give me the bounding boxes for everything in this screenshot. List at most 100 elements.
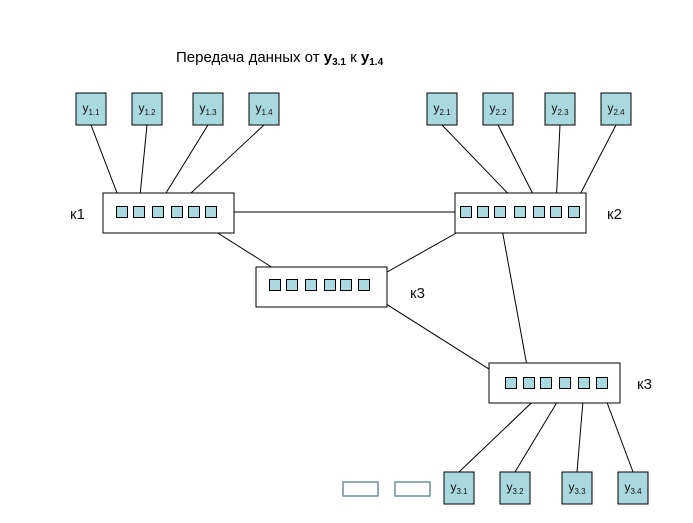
- device-label-main: у: [82, 101, 88, 115]
- port-k2-6: [550, 206, 562, 218]
- diagram-title: Передача данных от у3.1 к у1.4: [176, 49, 384, 68]
- port-k1-3: [152, 206, 164, 218]
- device-label-main: у: [568, 480, 574, 494]
- device-box: [617, 471, 649, 505]
- port-k2-2: [477, 206, 489, 218]
- device-box: [499, 471, 531, 505]
- port-k3b-5: [578, 377, 590, 389]
- device-label-main: у: [506, 480, 512, 494]
- cable-link: [499, 217, 530, 378]
- packet-frame: [342, 481, 379, 497]
- device-label: у1.3: [199, 101, 217, 117]
- device-label-sub: 2.1: [439, 108, 451, 117]
- device-label-main: у: [433, 101, 439, 115]
- port-k1-6: [205, 206, 217, 218]
- port-k3b-2: [523, 377, 535, 389]
- device-label-sub: 2.2: [495, 108, 507, 117]
- device-1-4: у1.4: [248, 92, 280, 126]
- device-label-sub: 2.3: [557, 108, 569, 117]
- switch-label-k1: к1: [70, 206, 85, 223]
- switch-k2: к2: [454, 192, 622, 234]
- device-3-4: у3.4: [617, 471, 649, 505]
- switch-label-k2: к2: [607, 206, 622, 223]
- port-k3a-6: [358, 279, 370, 291]
- device-1-2: у1.2: [131, 92, 163, 126]
- port-k3a-2: [286, 279, 298, 291]
- device-2-3: у2.3: [544, 92, 576, 126]
- device-label-sub: 3.2: [512, 487, 524, 496]
- switch-k3-lower: к3: [488, 362, 652, 404]
- device-box: [443, 471, 475, 505]
- device-box: [192, 92, 224, 126]
- device-label-sub: 1.4: [261, 108, 273, 117]
- device-label-sub: 1.2: [144, 108, 156, 117]
- device-2-1: у2.1: [426, 92, 458, 126]
- title-middle: к: [346, 49, 361, 66]
- title-from-sub: 3.1: [332, 57, 346, 68]
- device-label-main: у: [489, 101, 495, 115]
- port-k3a-5: [340, 279, 352, 291]
- packets: [342, 481, 431, 497]
- device-3-2: у3.2: [499, 471, 531, 505]
- port-k1-2: [133, 206, 145, 218]
- device-label-sub: 2.4: [613, 108, 625, 117]
- device-box: [600, 92, 632, 126]
- device-label: у3.2: [506, 480, 524, 496]
- device-label: у2.4: [607, 101, 625, 117]
- title-to-sub: 1.4: [369, 57, 383, 68]
- port-k1-5: [188, 206, 200, 218]
- device-box: [561, 471, 593, 505]
- port-k2-1: [460, 206, 472, 218]
- title-prefix: Передача данных от: [176, 49, 324, 66]
- port-k3b-4: [559, 377, 571, 389]
- device-label: у2.3: [551, 101, 569, 117]
- device-box: [426, 92, 458, 126]
- device-label-sub: 3.4: [630, 487, 642, 496]
- device-label-main: у: [624, 480, 630, 494]
- device-label: у3.3: [568, 480, 586, 496]
- device-3-1: у3.1: [443, 471, 475, 505]
- port-k3a-3: [305, 279, 317, 291]
- ports-k3-middle: [269, 279, 370, 291]
- port-k1-1: [116, 206, 128, 218]
- device-1-1: у1.1: [75, 92, 107, 126]
- packet-frame: [394, 481, 431, 497]
- device-label-main: у: [450, 480, 456, 494]
- switch-label-k3-lower: к3: [637, 376, 652, 393]
- port-k3b-1: [505, 377, 517, 389]
- device-label: у1.1: [82, 101, 100, 117]
- title-from-main: у: [324, 49, 333, 66]
- device-3-3: у3.3: [561, 471, 593, 505]
- ports-k1: [116, 206, 217, 218]
- ports-k2: [460, 206, 580, 218]
- device-box: [131, 92, 163, 126]
- port-k2-3: [494, 206, 506, 218]
- device-label-sub: 3.3: [574, 487, 586, 496]
- port-k3b-3: [540, 377, 552, 389]
- port-k2-5: [533, 206, 545, 218]
- switches: к1 к2 к3 к3: [70, 192, 652, 404]
- device-label: у2.1: [433, 101, 451, 117]
- device-box: [544, 92, 576, 126]
- device-label: у1.4: [255, 101, 273, 117]
- device-label: у3.1: [450, 480, 468, 496]
- port-k3a-1: [269, 279, 281, 291]
- device-label: у2.2: [489, 101, 507, 117]
- device-label: у3.4: [624, 480, 642, 496]
- device-label-main: у: [607, 101, 613, 115]
- port-k2-4: [514, 206, 526, 218]
- device-1-3: у1.3: [192, 92, 224, 126]
- port-k1-4: [171, 206, 183, 218]
- device-label: у1.2: [138, 101, 156, 117]
- device-label-sub: 1.1: [88, 108, 100, 117]
- device-box: [482, 92, 514, 126]
- port-k3a-4: [324, 279, 336, 291]
- device-label-main: у: [255, 101, 261, 115]
- device-label-main: у: [551, 101, 557, 115]
- switch-label-k3-middle: к3: [410, 285, 425, 302]
- device-label-main: у: [138, 101, 144, 115]
- title-to-main: у: [361, 49, 370, 66]
- ports-k3-lower: [505, 377, 608, 389]
